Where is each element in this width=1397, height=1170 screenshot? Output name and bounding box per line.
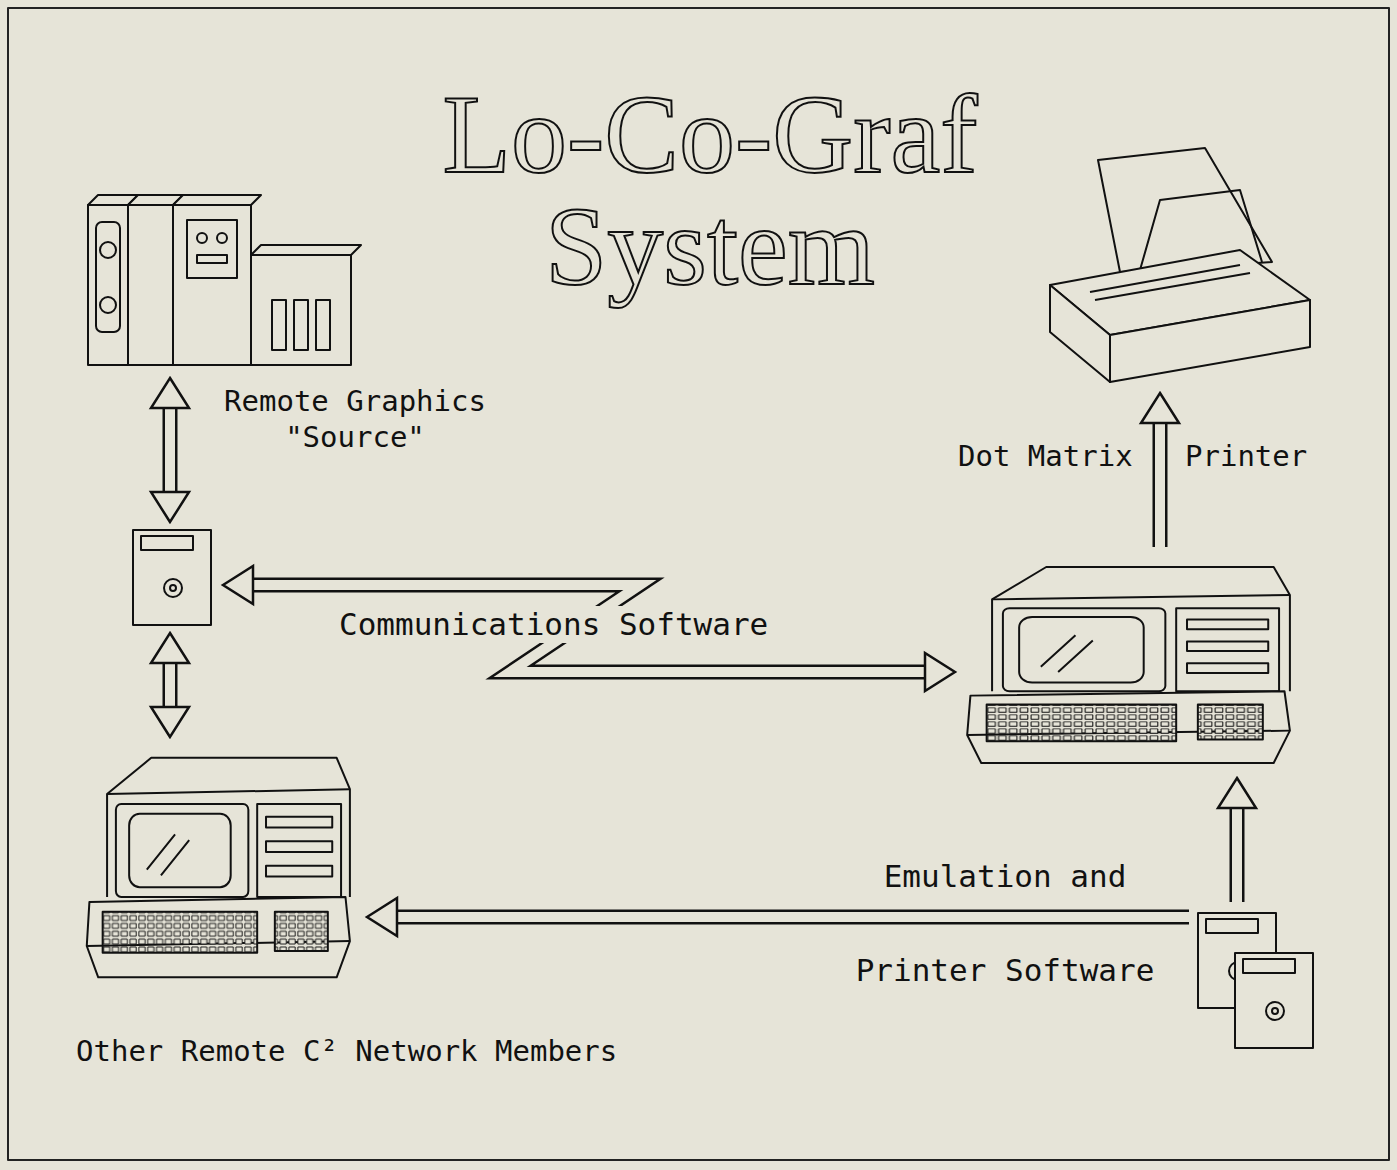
- illustrated-node: [965, 555, 1295, 770]
- computer-drawing: [87, 758, 350, 978]
- illustrated-node: Remote Graphics "Source": [80, 185, 360, 370]
- block-arrow: [1141, 393, 1179, 547]
- block-arrow: [151, 378, 189, 522]
- printer-drawing: [1050, 148, 1310, 382]
- block-arrow: [151, 633, 189, 737]
- node-label: Dot Matrix: [958, 438, 1138, 474]
- frame: [8, 8, 1389, 1160]
- edge-label: Communications Software: [333, 606, 774, 643]
- title: Lo-Co-Graf System: [380, 78, 1040, 302]
- mainframe-drawing: [88, 195, 361, 365]
- node-label: Remote Graphics "Source": [210, 383, 500, 456]
- illustrated-node: [1195, 910, 1315, 1052]
- illustrated-node: Dot MatrixPrinter: [1050, 145, 1315, 385]
- illustrated-node: Other Remote C² Network Members: [80, 745, 355, 990]
- illustrated-node: [133, 530, 211, 625]
- edge-label: Emulation and Printer Software: [850, 829, 1160, 1017]
- block-arrow: [1218, 778, 1256, 902]
- computer-drawing: [967, 567, 1290, 763]
- node-label: Other Remote C² Network Members: [76, 1033, 676, 1069]
- floppy-drawing: [133, 530, 211, 625]
- block-arrow: [223, 566, 955, 691]
- node-label: Printer: [1185, 438, 1315, 474]
- floppy-drawing: [1235, 953, 1313, 1048]
- block-arrow: [367, 898, 1189, 936]
